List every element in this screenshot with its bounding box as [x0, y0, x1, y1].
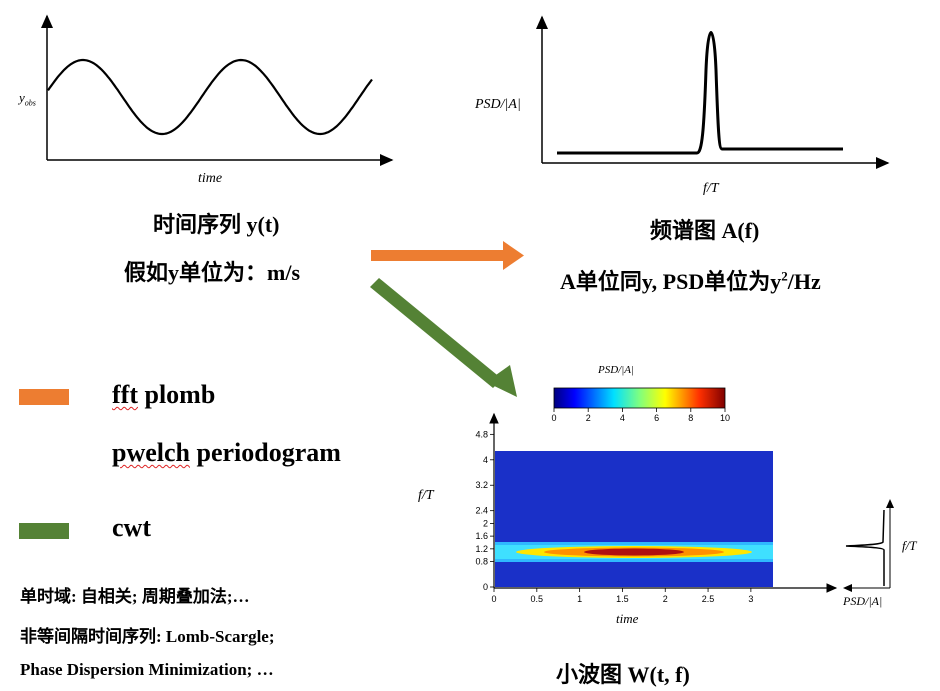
time-series-xlabel: time — [198, 171, 223, 186]
spectrum-peak-curve — [557, 31, 843, 155]
note-uneven-series: 非等间隔时间序列: Lomb-Scargle; — [20, 627, 275, 646]
spectrum-ylabel: PSD/|A| — [475, 97, 521, 112]
wavelet-background — [495, 451, 773, 587]
spectrum-caption: 频谱图 A(f) — [650, 218, 760, 243]
colorbar-label: PSD/|A| — [598, 364, 634, 376]
arrow-to-wavelet — [370, 278, 517, 397]
legend-label-cwt: cwt — [112, 513, 151, 542]
wavelet-heatmap: 0 0.8 1.2 1.6 2 2.4 3.2 4 4.8 0 0.5 1 1.5 2 2.5 3 — [475, 412, 838, 604]
wavelet-x-tick-label: 0 — [491, 594, 496, 604]
wavelet-ylabel: f/T — [418, 488, 434, 503]
legend-label-fft-plomb: fft plomb — [112, 380, 216, 409]
wavelet-ticks: 0 0.8 1.2 1.6 2 2.4 3.2 4 4.8 0 0.5 1 1.5 2 2.5 3 — [475, 429, 753, 604]
wavelet-x-tick-label: 3 — [748, 594, 753, 604]
colorbar-tick-label: 10 — [720, 413, 730, 423]
time-series-caption: 时间序列 y(t) — [153, 212, 280, 237]
wavelet-y-tick-label: 1.6 — [475, 531, 488, 541]
spectrum-unit-note: A单位同y, PSD单位为y2/Hz — [560, 268, 821, 294]
colorbar-tick-label: 0 — [551, 413, 556, 423]
wavelet-caption: 小波图 W(t, f) — [556, 662, 690, 687]
time-series-plot — [41, 14, 394, 166]
sine-wave-curve — [47, 58, 373, 136]
wavelet-x-tick-label: 1 — [577, 594, 582, 604]
wavelet-y-tick-label: 2 — [483, 518, 488, 528]
colorbar-tick-label: 4 — [620, 413, 625, 423]
wavelet-x-tick-label: 2 — [663, 594, 668, 604]
side-spectrum-plot — [843, 499, 894, 592]
colorbar-gradient — [553, 387, 726, 409]
wavelet-y-tick-label: 1.2 — [475, 544, 488, 554]
wavelet-y-tick-label: 4.8 — [475, 429, 488, 439]
wavelet-y-tick-label: 0.8 — [475, 557, 488, 567]
wavelet-band-core — [584, 548, 684, 556]
colorbar-ticks: 0 2 4 6 8 10 — [551, 408, 730, 423]
colorbar-tick-label: 6 — [654, 413, 659, 423]
wavelet-x-tick-label: 0.5 — [531, 594, 544, 604]
time-series-ylabel: yobs — [19, 90, 36, 108]
side-spectrum-curve — [845, 509, 885, 586]
wavelet-x-tick-label: 2.5 — [702, 594, 715, 604]
side-spectrum-xlabel: PSD/|A| — [843, 594, 883, 608]
legend-swatch-cwt — [19, 523, 69, 539]
time-series-unit-note: 假如y单位为：m/s — [124, 260, 301, 285]
spectrum-plot — [536, 15, 890, 169]
side-spectrum-ylabel: f/T — [902, 538, 917, 553]
note-time-domain: 单时域: 自相关; 周期叠加法;… — [20, 587, 250, 606]
note-pdm: Phase Dispersion Minimization; … — [20, 660, 274, 679]
wavelet-x-tick-label: 1.5 — [616, 594, 629, 604]
wavelet-xlabel: time — [616, 611, 639, 626]
legend-label-pwelch: pwelch periodogram — [112, 438, 341, 467]
legend-swatch-fft — [19, 389, 69, 405]
wavelet-y-tick-label: 3.2 — [475, 480, 488, 490]
arrow-to-spectrum — [371, 241, 524, 270]
spectrum-xlabel: f/T — [703, 181, 719, 196]
wavelet-y-tick-label: 4 — [483, 455, 488, 465]
wavelet-y-tick-label: 0 — [483, 582, 488, 592]
colorbar-tick-label: 8 — [688, 413, 693, 423]
colorbar: 0 2 4 6 8 10 — [551, 387, 730, 423]
colorbar-tick-label: 2 — [586, 413, 591, 423]
wavelet-y-tick-label: 2.4 — [475, 506, 488, 516]
